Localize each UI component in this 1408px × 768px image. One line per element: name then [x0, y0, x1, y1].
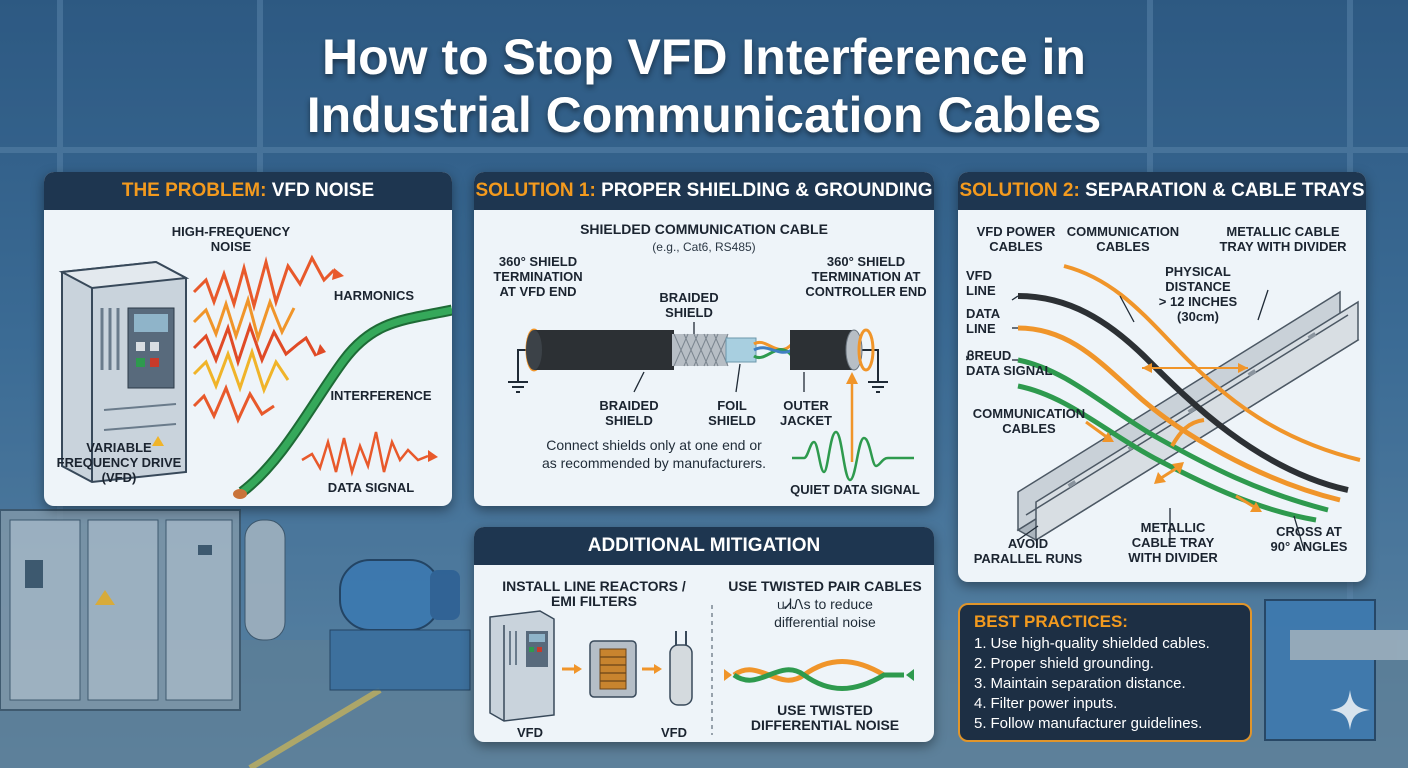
twisted-pair-sub-label: ᥙᏗᏁs to reduce differential noise — [774, 596, 876, 630]
vfd-left-label: VFD — [517, 725, 543, 740]
communication-cables-mid-label: COMMUNICATION CABLES — [972, 406, 1086, 436]
data-signal-wave — [301, 431, 429, 477]
interference-label: INTERFERENCE — [330, 388, 432, 403]
braided-shield-bottom-label: BRAIDED SHIELD — [599, 398, 659, 428]
twisted-differential-label: USE TWISTED DIFFERENTIAL NOISE — [750, 702, 900, 733]
sreud-data-signal-label: ᏰREUD DATA SIGNAL — [966, 348, 1053, 378]
best-practice-item: 1.Use high-quality shielded cables. — [974, 635, 1210, 652]
solution1-panel: SOLUTION 1: PROPER SHIELDING & GROUNDING — [474, 172, 934, 506]
solution1-header-rest: PROPER SHIELDING & GROUNDING — [601, 180, 933, 201]
title-line-2: Industrial Communication Cables — [306, 87, 1102, 143]
problem-header-rest: VFD NOISE — [271, 180, 375, 201]
vfd-right-label: VFD — [661, 725, 687, 740]
noise-waves-icon — [192, 254, 336, 424]
vfd-power-cables-label: VFD POWER CABLES — [976, 224, 1056, 254]
solution2-header: SOLUTION 2: SEPARATION & CABLE TRAYS — [958, 172, 1366, 210]
right-termination-label: 360° SHIELD TERMINATION AT CONTROLLER EN… — [805, 254, 927, 299]
control-cabinets — [0, 509, 241, 711]
best-practice-item: 3.Maintain separation distance. — [974, 675, 1186, 692]
solution2-panel: SOLUTION 2: SEPARATION & CABLE TRAYS — [958, 172, 1366, 582]
vfd-unit-icon — [58, 260, 190, 484]
cable-subtitle: (e.g., Cat6, RS485) — [652, 240, 756, 254]
solution1-header-accent: SOLUTION 1: — [475, 180, 596, 201]
metallic-tray-bottom-label: METALLIC CABLE TRAY WITH DIVIDER — [1128, 520, 1218, 565]
solution2-header-accent: SOLUTION 2: — [959, 180, 1080, 201]
avoid-parallel-runs-label: AVOID PARALLEL RUNS — [973, 536, 1083, 566]
quiet-signal-wave — [792, 430, 914, 482]
metallic-tray-top-label: METALLIC CABLE TRAY WITH DIVIDER — [1219, 224, 1347, 254]
solution2-header-rest: SEPARATION & CABLE TRAYS — [1085, 180, 1365, 201]
problem-illustration — [58, 254, 452, 499]
best-practice-item: 5.Follow manufacturer guidelines. — [974, 715, 1203, 732]
best-practices-list: 1.Use high-quality shielded cables. 2.Pr… — [974, 634, 1236, 734]
main-title: How to Stop VFD Interference in Industri… — [0, 28, 1408, 144]
problem-header: THE PROBLEM: VFD NOISE — [44, 172, 452, 210]
small-vfd-icon — [489, 610, 555, 722]
sparkle-icon — [1330, 690, 1370, 730]
left-termination-label: 360° SHIELD TERMINATION AT VFD END — [493, 254, 583, 299]
mitigation-illustration — [489, 605, 914, 735]
electric-motor — [244, 519, 471, 691]
best-practice-item: 2.Proper shield grounding. — [974, 655, 1154, 672]
outer-jacket-label: OUTER JACKET — [779, 398, 832, 428]
cross-90-label: CROSS AT 90° ANGLES — [1270, 524, 1348, 554]
vfd-line-label: VFD LINE — [966, 268, 996, 298]
ground-symbol-right-icon — [860, 349, 888, 393]
physical-distance-label: PHYSICAL DISTANCE > 12 INCHES (30cm) — [1158, 264, 1238, 324]
twisted-pair-icon — [732, 659, 904, 691]
quiet-data-signal-label: QUIET DATA SIGNAL — [790, 482, 920, 497]
harmonics-label: HARMONICS — [333, 288, 415, 303]
title-line-1: How to Stop VFD Interference in — [322, 29, 1086, 85]
best-practices-box: BEST PRACTICES: 1.Use high-quality shiel… — [958, 603, 1252, 742]
line-reactor-icon — [589, 640, 637, 698]
communication-cables-top-label: COMMUNICATION CABLES — [1066, 224, 1180, 254]
right-machine — [1264, 599, 1408, 741]
cable-title: SHIELDED COMMUNICATION CABLE — [580, 221, 828, 237]
problem-panel: THE PROBLEM: VFD NOISE — [44, 172, 452, 506]
problem-header-accent: THE PROBLEM: — [121, 180, 267, 201]
mitigation-panel: ADDITIONAL MITIGATION — [474, 527, 934, 742]
mitigation-header: ADDITIONAL MITIGATION — [474, 527, 934, 565]
cable-end-icon — [233, 489, 247, 499]
cable-tray-illustration — [1011, 264, 1361, 551]
ground-symbol-left-icon — [508, 349, 528, 393]
best-practice-item: 4.Filter power inputs. — [974, 695, 1118, 712]
shielded-cable-illustration — [508, 322, 914, 482]
foil-shield-label: FOIL SHIELD — [708, 398, 756, 428]
high-frequency-noise-label: HIGH-FREQUENCY NOISE — [171, 224, 291, 254]
reactors-label: INSTALL LINE REACTORS / EMI FILTERS — [502, 578, 686, 609]
braided-shield-top-label: BRAIDED SHIELD — [659, 290, 719, 320]
best-practices-title: BEST PRACTICES: — [974, 612, 1128, 631]
data-signal-label: DATA SIGNAL — [327, 480, 415, 495]
twisted-pair-label: USE TWISTED PAIR CABLES — [728, 578, 922, 594]
shield-connection-note: Connect shields only at one end or as re… — [541, 437, 767, 471]
data-line-label: DATA LINE — [966, 306, 1001, 336]
solution1-header: SOLUTION 1: PROPER SHIELDING & GROUNDING — [474, 172, 934, 210]
vfd-label: VARIABLE FREQUENCY DRIVE (VFD) — [56, 440, 182, 485]
emi-filter-icon — [669, 631, 693, 706]
